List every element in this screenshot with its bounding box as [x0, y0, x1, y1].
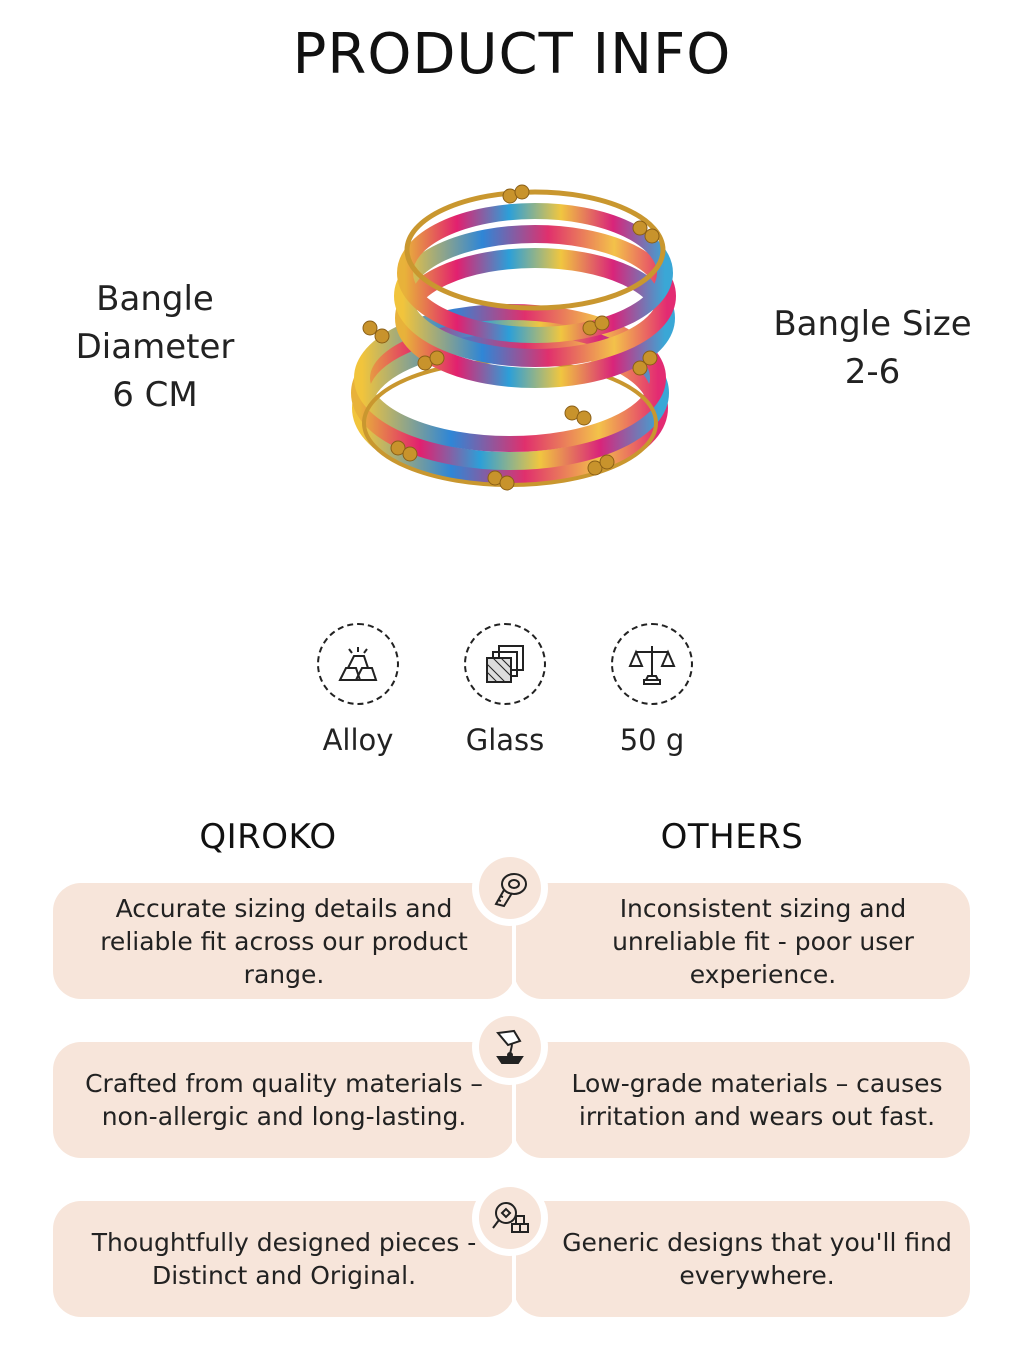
size-line-1: Bangle Size: [773, 304, 972, 344]
feature-weight: 50 g: [582, 623, 722, 757]
feature-label: Glass: [465, 723, 545, 757]
feature-alloy: Alloy: [288, 623, 428, 757]
qiroko-text: Accurate sizing details and reliable fit…: [100, 893, 468, 989]
product-image-bangles: [340, 178, 680, 498]
feature-glass: Glass: [435, 623, 575, 757]
others-point-2: Low-grade materials – causes irritation …: [514, 1042, 970, 1158]
bangle-size-label: Bangle Size 2-6: [760, 300, 985, 396]
others-point-1: Inconsistent sizing and unreliable fit -…: [514, 883, 970, 999]
feature-label: 50 g: [619, 723, 685, 757]
diameter-line-2: Diameter: [75, 327, 235, 367]
scale-icon: [611, 623, 693, 705]
others-heading: OTHERS: [660, 817, 804, 857]
row-icon-3: [472, 1180, 548, 1256]
others-text: Inconsistent sizing and unreliable fit -…: [612, 893, 914, 989]
diameter-line-1: Bangle: [96, 279, 214, 319]
diameter-value: 6 CM: [112, 375, 198, 415]
design-inspection-icon: [479, 1187, 541, 1249]
row-icon-2: [472, 1009, 548, 1085]
molten-metal-pour-icon: [479, 1016, 541, 1078]
qiroko-heading: QIROKO: [199, 817, 337, 857]
others-text: Low-grade materials – causes irritation …: [571, 1069, 943, 1131]
measuring-tape-icon: [479, 857, 541, 919]
qiroko-point-2: Crafted from quality materials – non-all…: [53, 1042, 515, 1158]
row-icon-1: [472, 850, 548, 926]
qiroko-point-1: Accurate sizing details and reliable fit…: [53, 883, 515, 999]
bangle-diameter-label: Bangle Diameter 6 CM: [55, 275, 255, 419]
page-title: PRODUCT INFO: [292, 22, 732, 87]
feature-label: Alloy: [322, 723, 394, 757]
glass-sheets-icon: [464, 623, 546, 705]
others-point-3: Generic designs that you'll find everywh…: [514, 1201, 970, 1317]
qiroko-text: Thoughtfully designed pieces - Distinct …: [91, 1228, 477, 1290]
size-value: 2-6: [844, 352, 901, 392]
others-text: Generic designs that you'll find everywh…: [562, 1228, 952, 1290]
qiroko-point-3: Thoughtfully designed pieces - Distinct …: [53, 1201, 515, 1317]
qiroko-text: Crafted from quality materials – non-all…: [85, 1069, 483, 1131]
alloy-bars-icon: [317, 623, 399, 705]
